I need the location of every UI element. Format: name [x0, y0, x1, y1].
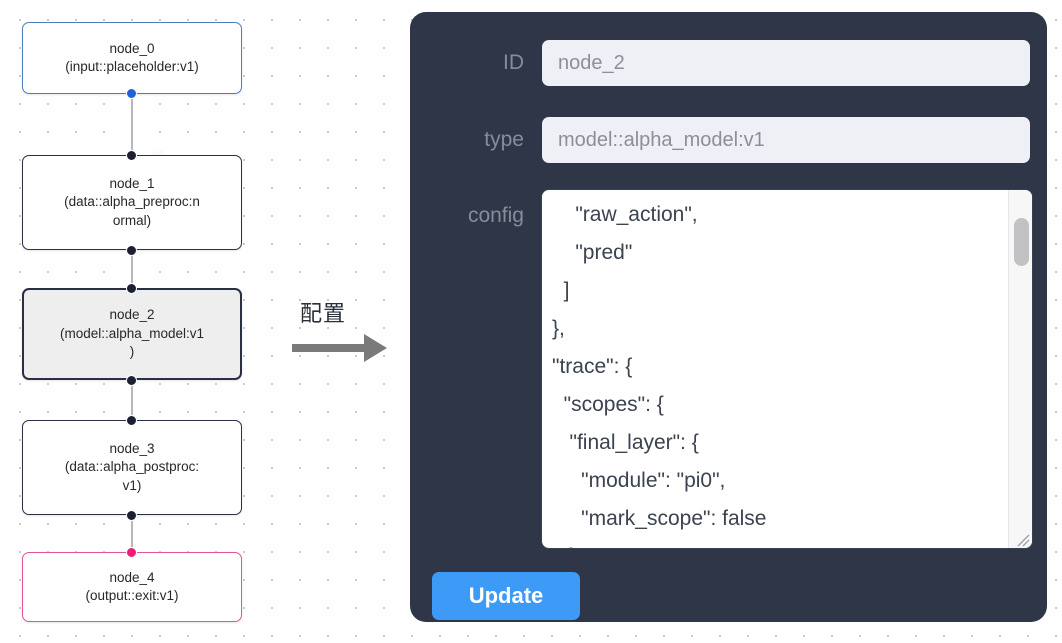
resize-handle-icon[interactable] — [1012, 529, 1030, 547]
node-subtitle: (output::exit:v1) — [85, 588, 179, 603]
node-handle-node_3-out[interactable] — [126, 510, 137, 521]
node-title: node_4 — [109, 569, 155, 585]
config-textarea[interactable]: "raw_action", "pred" ] }, "trace": { "sc… — [542, 190, 1008, 548]
transition-arrow-group: 配置 — [292, 296, 392, 366]
graph-node-node_3[interactable]: node_3 (data::alpha_postproc: v1) — [22, 420, 242, 515]
graph-node-node_0[interactable]: node_0 (input::placeholder:v1) — [22, 22, 242, 94]
config-scrollbar-thumb[interactable] — [1014, 218, 1029, 266]
node-title: node_0 — [109, 40, 155, 56]
edge-1-2 — [131, 249, 133, 294]
node-handle-node_3-in[interactable] — [126, 415, 137, 426]
graph-node-node_1[interactable]: node_1 (data::alpha_preproc:n ormal) — [22, 155, 242, 250]
id-label: ID — [503, 51, 524, 74]
config-label: config — [467, 204, 524, 227]
graph-node-node_2[interactable]: node_2 (model::alpha_model:v1 ) — [22, 288, 242, 380]
node-title: node_2 — [109, 307, 155, 323]
node-subtitle: (input::placeholder:v1) — [65, 59, 199, 74]
node-config-panel: ID type config "raw_action", "pred" ] },… — [410, 12, 1047, 622]
arrow-label: 配置 — [300, 302, 347, 327]
update-button[interactable]: Update — [432, 572, 580, 620]
node-title: node_1 — [109, 175, 155, 191]
type-input[interactable] — [542, 117, 1030, 163]
node-handle-node_1-out[interactable] — [126, 245, 137, 256]
graph-node-node_4[interactable]: node_4 (output::exit:v1) — [22, 552, 242, 622]
node-subtitle: (data::alpha_preproc:n ormal) — [64, 194, 200, 228]
node-handle-node_2-out[interactable] — [126, 375, 137, 386]
node-handle-node_1-in[interactable] — [126, 150, 137, 161]
config-field-row: config "raw_action", "pred" ] }, "trace"… — [432, 190, 1032, 548]
config-scrollbar-track[interactable] — [1008, 190, 1032, 548]
node-subtitle: (model::alpha_model:v1 ) — [59, 325, 205, 360]
node-subtitle: (data::alpha_postproc: v1) — [64, 459, 200, 493]
config-textarea-wrapper: "raw_action", "pred" ] }, "trace": { "sc… — [542, 190, 1032, 548]
node-handle-node_0-out[interactable] — [126, 88, 137, 99]
node-handle-node_4-in[interactable] — [126, 547, 137, 558]
type-label: type — [484, 128, 524, 151]
edge-0-1 — [131, 93, 133, 161]
right-arrow-icon — [292, 334, 387, 362]
node-title: node_3 — [109, 440, 155, 456]
edge-2-3 — [131, 379, 133, 426]
id-input[interactable] — [542, 40, 1030, 86]
node-handle-node_2-in[interactable] — [126, 283, 137, 294]
id-field-row: ID — [432, 40, 1030, 86]
type-field-row: type — [432, 117, 1030, 163]
edge-3-4 — [131, 514, 133, 558]
